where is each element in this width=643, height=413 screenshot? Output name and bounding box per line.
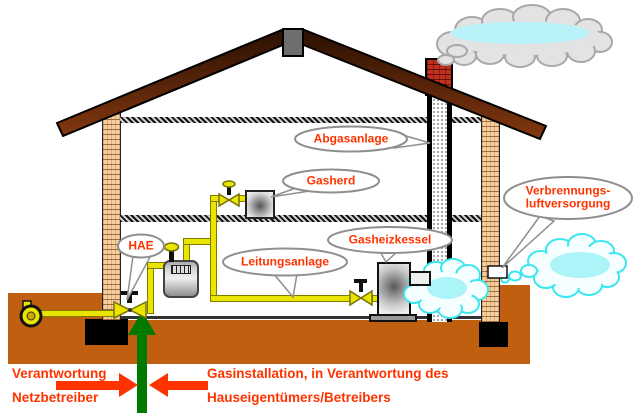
bubble-pointer-leitungsanlage	[271, 272, 298, 299]
combustion-air-cloud-outside	[500, 233, 627, 298]
gas-main-fitting	[19, 300, 43, 328]
label-hauseigentuemer: Hauseigentümers/Betreibers	[207, 390, 391, 405]
bubble-verbrennung	[503, 176, 633, 220]
label-gasheizkessel: Gasheizkessel	[348, 232, 432, 247]
bubble-gasheizkessel	[327, 226, 453, 254]
gas-meter-display	[171, 265, 191, 274]
label-hae: HAE	[128, 238, 154, 253]
bubble-leitungsanlage	[222, 247, 348, 277]
middle-floor	[120, 215, 481, 222]
ground-floor-slab	[102, 316, 500, 319]
red-arrow-right-shaft	[168, 381, 208, 390]
label-gasherd: Gasherd	[306, 173, 356, 188]
foundation-right	[479, 322, 508, 347]
bubble-abgasanlage	[294, 125, 408, 153]
label-verbrennungsluftversorgung: Verbrennungs- luftversorgung	[526, 184, 611, 209]
combustion-air-cloud-inside	[403, 258, 489, 319]
ground-under-house	[102, 320, 500, 364]
meter-regulator	[163, 242, 180, 262]
label-verantwortung: Verantwortung	[12, 366, 107, 381]
label-verbrennung-line1: Verbrennungs-	[525, 183, 611, 198]
attic-floor	[120, 117, 481, 123]
red-arrow-right-head	[149, 373, 168, 397]
red-arrow-left-head	[119, 373, 138, 397]
main-shutoff-valve	[113, 291, 147, 320]
label-abgasanlage: Abgasanlage	[313, 131, 389, 146]
label-verbrennung-line2: luftversorgung	[525, 196, 611, 210]
ridge-block	[282, 28, 304, 57]
bubble-hae	[117, 233, 165, 259]
gas-stove	[245, 190, 275, 219]
smoke-cloud	[436, 4, 613, 68]
air-vent	[487, 265, 508, 279]
roof	[55, 27, 548, 141]
left-brick-wall	[102, 108, 121, 320]
boiler-valve	[349, 279, 373, 307]
label-leitungsanlage: Leitungsanlage	[240, 254, 330, 269]
flue-duct	[409, 271, 431, 286]
red-arrow-left-shaft	[56, 381, 119, 390]
bubble-pointer-hae	[126, 255, 152, 301]
bubble-gasherd	[282, 168, 380, 194]
label-netzbetreiber: Netzbetreiber	[12, 390, 99, 405]
label-gasinstallation: Gasinstallation, in Verantwortung des	[207, 366, 449, 381]
speech-bubbles	[117, 125, 633, 301]
foundation-left	[85, 319, 128, 345]
green-boundary-arrow-shaft	[137, 334, 147, 413]
gas-boiler-base	[369, 314, 417, 322]
stove-valve	[218, 180, 240, 208]
